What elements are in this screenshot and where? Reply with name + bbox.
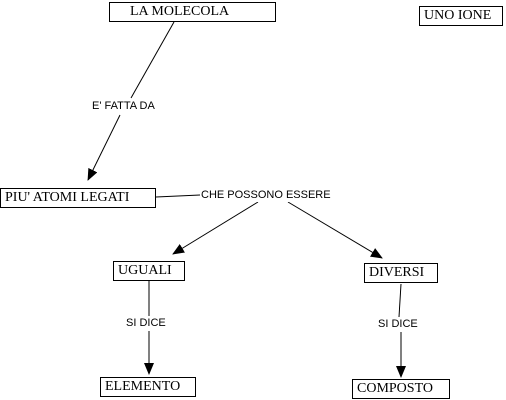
connector-molecola-fatta	[130, 21, 175, 99]
connector-diversi-sidice	[398, 283, 402, 318]
concept-piu-atomi-legati[interactable]: PIU' ATOMI LEGATI	[0, 188, 156, 208]
link-label-fatta-da[interactable]: E' FATTA DA	[91, 100, 156, 113]
link-label-si-dice-diversi[interactable]: SI DICE	[377, 318, 419, 331]
arrow-possono-diversi	[287, 201, 383, 259]
link-label-si-dice-uguali[interactable]: SI DICE	[125, 317, 167, 330]
concept-diversi[interactable]: DIVERSI	[364, 263, 438, 283]
concept-la-molecola[interactable]: LA MOLECOLA	[109, 2, 276, 22]
arrow-fatta-atomi	[87, 114, 121, 181]
concept-elemento[interactable]: ELEMENTO	[100, 377, 196, 397]
concept-uno-ione[interactable]: UNO IONE	[419, 6, 503, 26]
arrow-possono-uguali	[172, 201, 259, 255]
concept-composto[interactable]: COMPOSTO	[352, 379, 450, 399]
concept-uguali[interactable]: UGUALI	[113, 261, 185, 281]
connector-atomi-possono	[155, 194, 201, 198]
link-label-possono-essere[interactable]: CHE POSSONO ESSERE	[200, 189, 332, 202]
